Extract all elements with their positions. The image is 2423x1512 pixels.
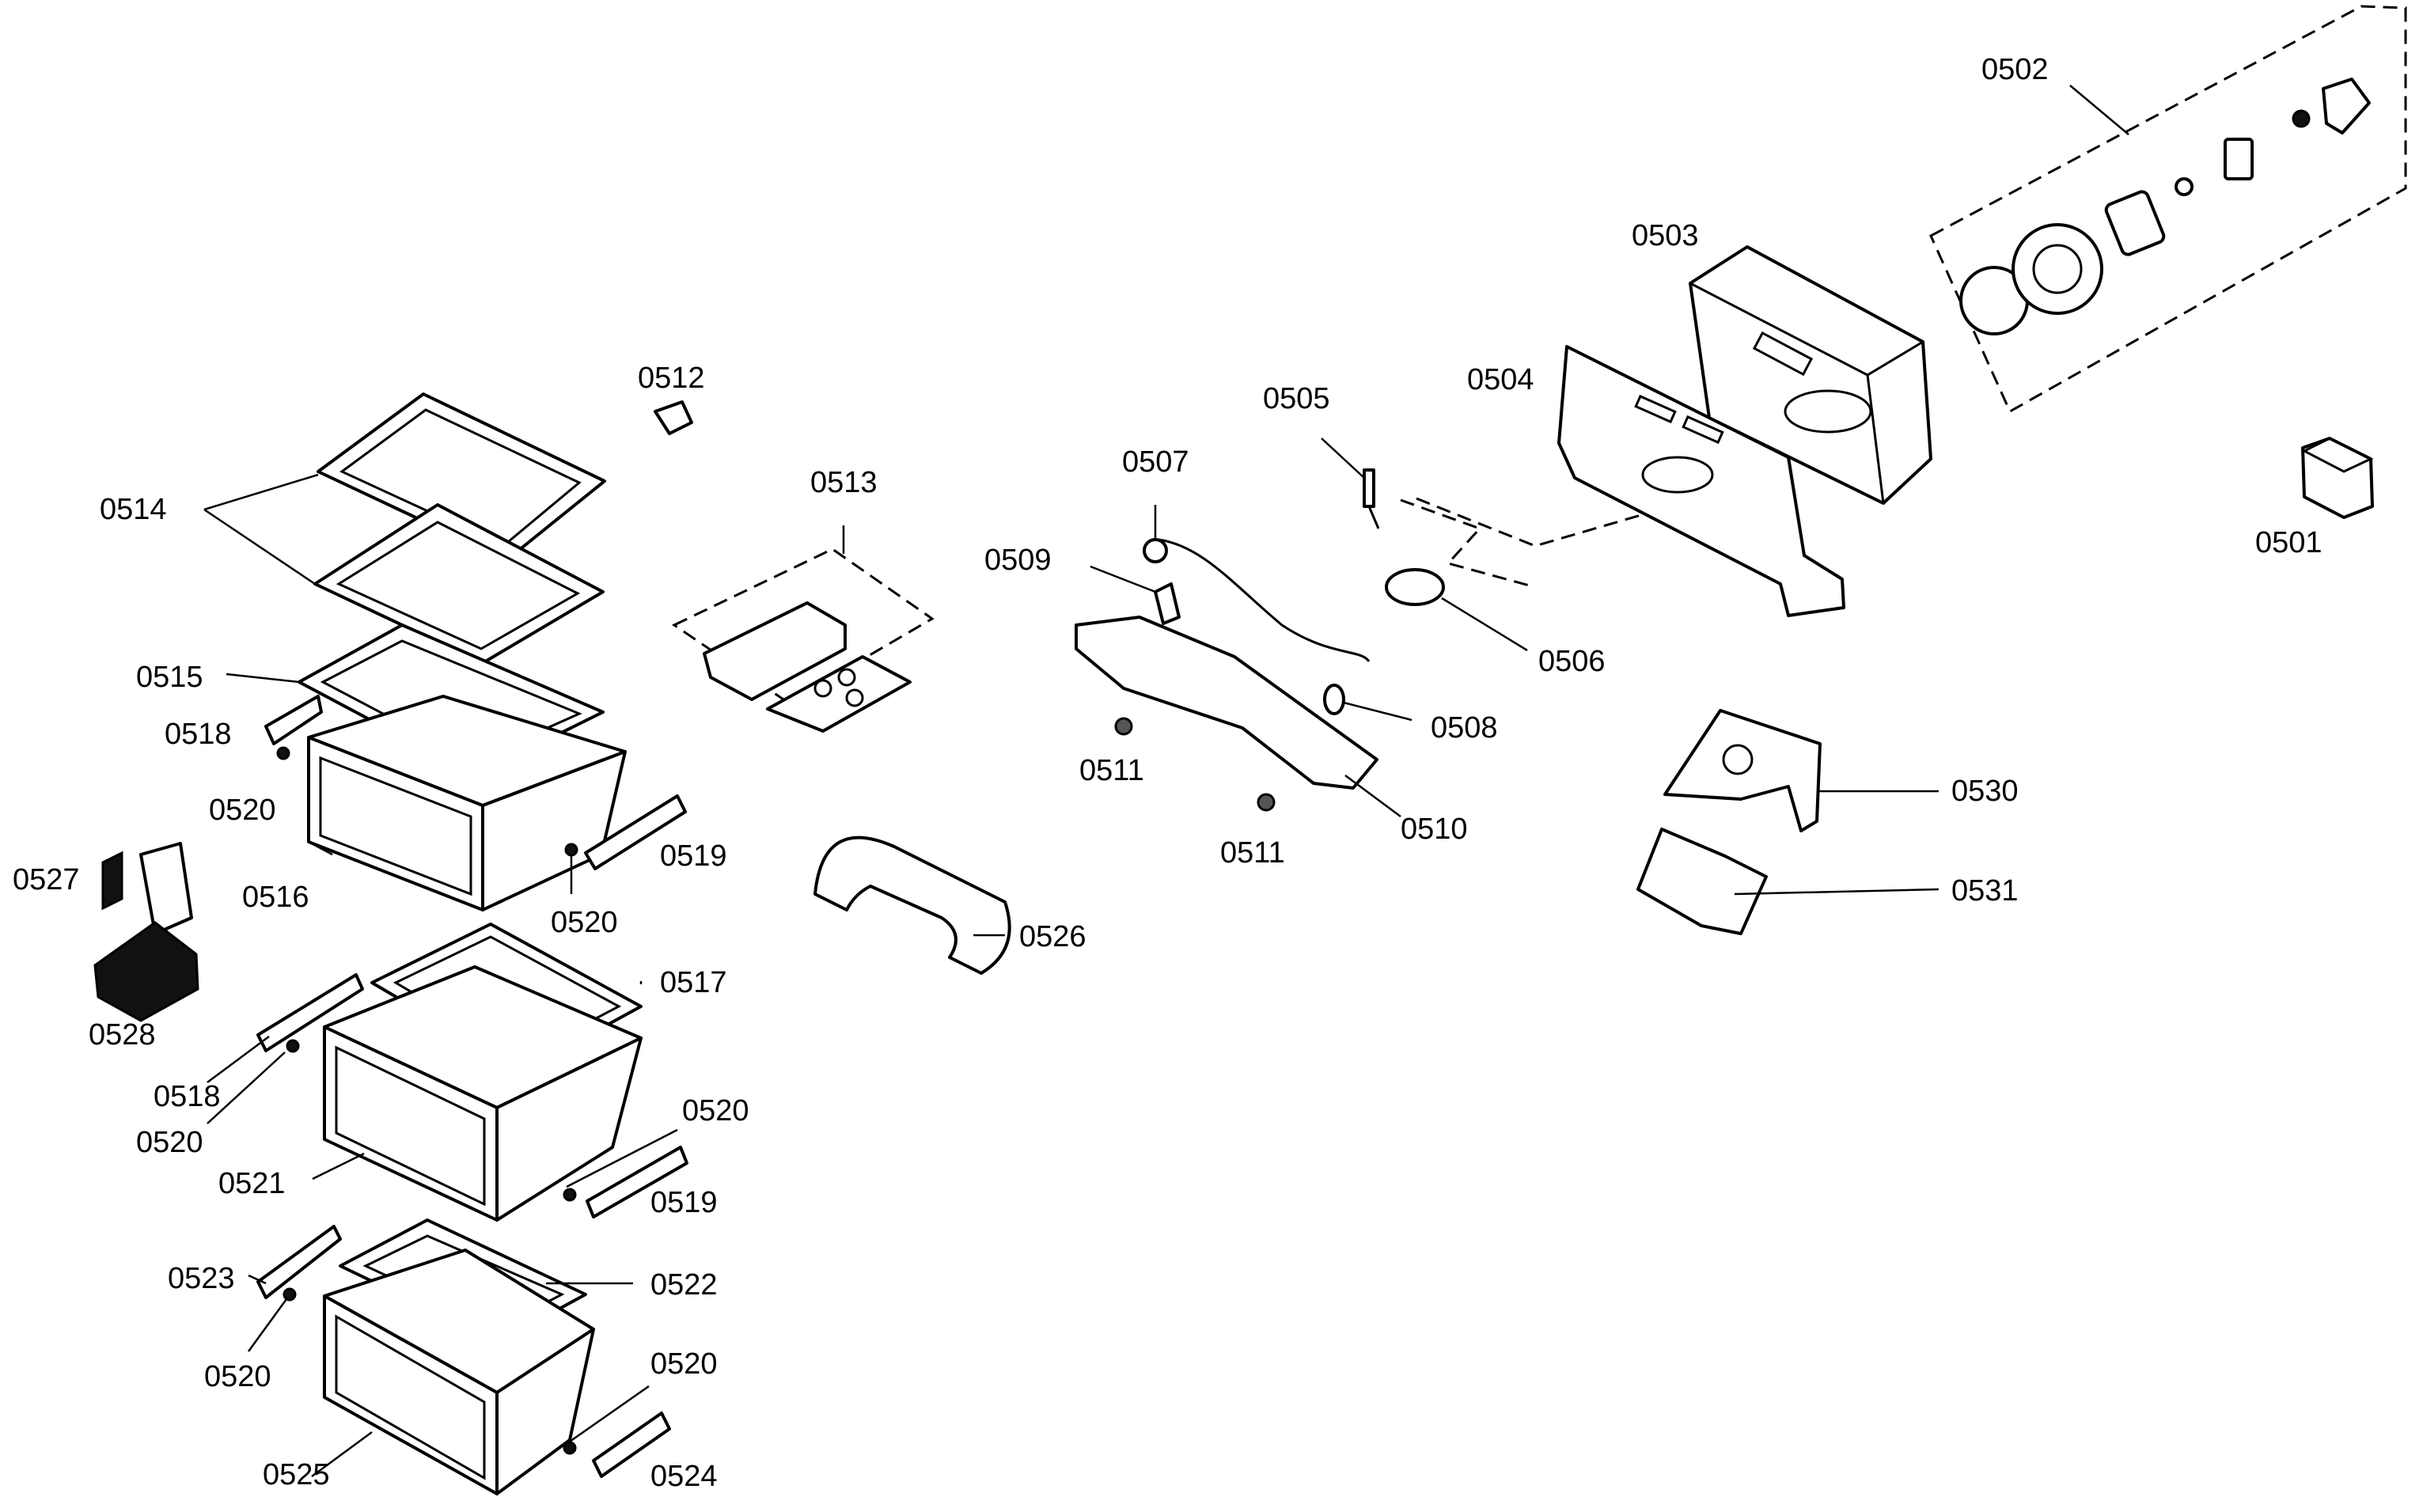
rear-panel-0504 [1557,345,1845,617]
lamp-socket-0509 [1154,582,1181,625]
label-0517: 0517 [660,966,727,999]
filter-cover-0527 [101,851,123,911]
label-0502: 0502 [1981,53,2049,86]
label-0526: 0526 [1019,920,1086,953]
lamp-cover-0510 [1075,616,1378,790]
drawer-rail-right-0519b [586,1146,688,1218]
label-0520-e: 0520 [204,1360,271,1393]
label-0508: 0508 [1431,711,1498,745]
label-0513: 0513 [810,466,878,499]
diffuser-0506 [1385,568,1445,606]
drawer-rail-left-0518 [264,695,323,745]
label-0504: 0504 [1467,363,1534,396]
label-0519-a: 0519 [660,839,727,873]
label-0520-a: 0520 [209,794,276,827]
label-0528: 0528 [89,1018,156,1052]
harness-0507 [1143,538,1371,662]
label-0520-f: 0520 [650,1347,718,1381]
label-0512: 0512 [638,362,705,395]
glass-shelf-middle [313,503,605,665]
label-0505: 0505 [1263,382,1330,415]
crisper-drawer-upper [307,695,627,911]
label-0511-b: 0511 [1220,836,1285,870]
crisper-drawer-middle [323,965,643,1222]
label-0527: 0527 [13,863,80,896]
drawer-rail-right-0524 [592,1412,671,1478]
label-0525: 0525 [263,1458,330,1491]
label-0516: 0516 [242,881,309,914]
label-0518-a: 0518 [165,718,232,751]
crisper-drawer-lower [323,1249,595,1495]
label-0503: 0503 [1632,219,1699,252]
label-0501: 0501 [2255,526,2323,559]
clip-0512 [654,400,693,435]
label-0506: 0506 [1538,645,1606,678]
fan-housing-0503 [1689,245,1932,505]
label-0530: 0530 [1951,775,2019,808]
drawer-rail-right-0519 [584,794,687,870]
label-0519-b: 0519 [650,1186,718,1219]
label-0507: 0507 [1122,445,1189,479]
label-0531: 0531 [1951,874,2019,908]
label-0518-b: 0518 [154,1080,221,1113]
drawer-rail-left-0523 [256,1225,342,1299]
label-0520-c: 0520 [136,1126,203,1159]
label-0520-b: 0520 [551,906,618,939]
tube-0526 [813,836,1011,975]
bracket-0530 [1663,709,1822,832]
fan-assembly-0502 [1929,5,2407,414]
filter-housing-0528 [93,842,199,1022]
label-0522: 0522 [650,1268,718,1302]
label-0514: 0514 [100,493,167,526]
label-0510: 0510 [1401,813,1468,846]
switch-0501 [2301,437,2374,519]
label-0515: 0515 [136,661,203,694]
sensor-0505 [1363,468,1380,529]
screw-0511-b [1257,793,1276,812]
label-0524: 0524 [650,1460,718,1493]
label-0511-a: 0511 [1079,754,1144,787]
label-0520-d: 0520 [682,1094,749,1127]
label-0509: 0509 [984,544,1052,577]
cover-0531 [1636,828,1768,935]
screw-0511-a [1114,717,1133,736]
label-0521: 0521 [218,1167,286,1200]
lamp-0508 [1323,684,1345,715]
egg-tray-group-0513 [672,525,935,733]
drawer-rail-left-0518b [256,973,364,1052]
label-0523: 0523 [168,1262,235,1295]
